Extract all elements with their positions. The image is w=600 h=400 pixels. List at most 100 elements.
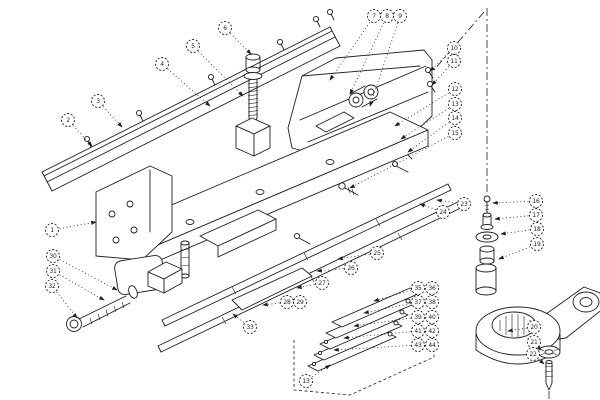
stack-screw [405, 298, 411, 304]
callout-13: 13 [400, 97, 462, 140]
part-number-balloon [155, 57, 169, 71]
callout-3: 3 [91, 94, 123, 128]
part-number-balloon [344, 261, 358, 275]
part-number-balloon [447, 41, 461, 55]
part-number-balloon [448, 97, 462, 111]
part-number-label: 30 [49, 253, 57, 260]
part-number-label: 13 [451, 101, 459, 108]
part-number-balloon [530, 237, 544, 251]
callout-38: 38 [425, 295, 439, 309]
callout-14: 14 [407, 111, 462, 153]
part-number-label: 20 [530, 324, 538, 331]
gib-block [199, 209, 277, 258]
callout-7: 7 [329, 9, 381, 81]
leader-line [349, 136, 449, 189]
pivot-pin [480, 212, 494, 230]
stack-screw [399, 309, 405, 315]
leader-line [198, 51, 244, 97]
lower-screw [544, 360, 554, 391]
leader-line [56, 291, 78, 319]
stack-cover-outline [293, 340, 435, 396]
leader-line [230, 33, 252, 55]
part-number-label: 24 [439, 209, 447, 216]
part-number-label: 43 [414, 342, 422, 349]
part-number-label: 3 [96, 98, 100, 105]
leader-line [343, 331, 411, 340]
callout-1: 1 [45, 220, 97, 237]
bracket-hole [126, 200, 134, 208]
bracket-hole [130, 226, 138, 234]
callout-11: 11 [431, 54, 461, 86]
rail-screw-icon [312, 15, 321, 28]
callout-30: 30 [46, 249, 118, 291]
part-number-label: 19 [533, 241, 541, 248]
part-number-label: 32 [48, 283, 56, 290]
part-number-label: 42 [428, 328, 436, 335]
bottom-left-bolt-assembly [66, 255, 183, 332]
bolt-shaft [78, 295, 127, 320]
stack-screw [317, 350, 323, 356]
part-number-label: 5 [191, 43, 195, 50]
callout-6: 6 [218, 21, 252, 55]
part-number-label: 11 [450, 58, 458, 65]
callout-41: 41 [343, 324, 425, 340]
thread-hatching [247, 82, 259, 117]
stack-screw [311, 361, 317, 367]
bolt-icon [338, 182, 359, 196]
callout-32: 32 [45, 279, 78, 319]
rail-screw-icon [276, 38, 285, 51]
stack-screw [323, 339, 329, 345]
leader-line [431, 66, 450, 86]
leader-line [494, 215, 529, 221]
part-number-label: 1 [50, 227, 54, 234]
part-number-balloon [186, 39, 200, 53]
callout-12: 12 [394, 82, 462, 127]
part-number-balloon [243, 320, 257, 334]
part-number-label: 13 [302, 378, 310, 385]
callout-9: 9 [369, 9, 407, 107]
part-number-balloon [370, 246, 384, 260]
left-bracket [95, 165, 173, 261]
part-number-label: 4 [160, 61, 164, 68]
part-number-label: 33 [246, 324, 254, 331]
leader-line [407, 122, 450, 153]
knob-top [245, 53, 261, 61]
part-number-label: 2 [66, 117, 70, 124]
part-number-balloon [530, 222, 544, 236]
leader-line [536, 345, 542, 351]
part-number-balloon [448, 82, 462, 96]
pivot-bushing [475, 245, 497, 296]
part-number-balloon [447, 54, 461, 68]
part-number-balloon [425, 324, 439, 338]
guide-bar-upper [161, 183, 452, 327]
leader-line [262, 302, 280, 307]
callout-20: 20 [507, 320, 541, 334]
stack-screw [393, 320, 399, 326]
part-number-balloon [425, 310, 439, 324]
callout-5: 5 [186, 39, 244, 97]
part-number-label: 35 [414, 285, 422, 292]
leader-line [429, 52, 449, 72]
callout-26: 26 [316, 261, 358, 275]
leader-line [492, 200, 529, 205]
callout-17: 17 [494, 208, 543, 222]
leader-line [400, 107, 449, 140]
part-number-balloon [411, 295, 425, 309]
part-number-balloon [45, 279, 59, 293]
washer [128, 285, 138, 299]
part-number-balloon [425, 281, 439, 295]
bed-hole [185, 219, 195, 225]
pivot-assembly [475, 195, 600, 391]
callout-40: 40 [425, 310, 439, 324]
screw-icon [293, 232, 311, 245]
part-number-balloon [61, 113, 75, 127]
callout-43: 43 [333, 338, 425, 352]
pivot-screw [483, 195, 491, 213]
part-number-balloon [411, 338, 425, 352]
leader-line [349, 22, 385, 95]
part-number-label: 7 [372, 13, 376, 20]
leader-line [329, 21, 371, 81]
part-number-balloon [293, 295, 307, 309]
lead-screw-assembly [235, 53, 271, 157]
